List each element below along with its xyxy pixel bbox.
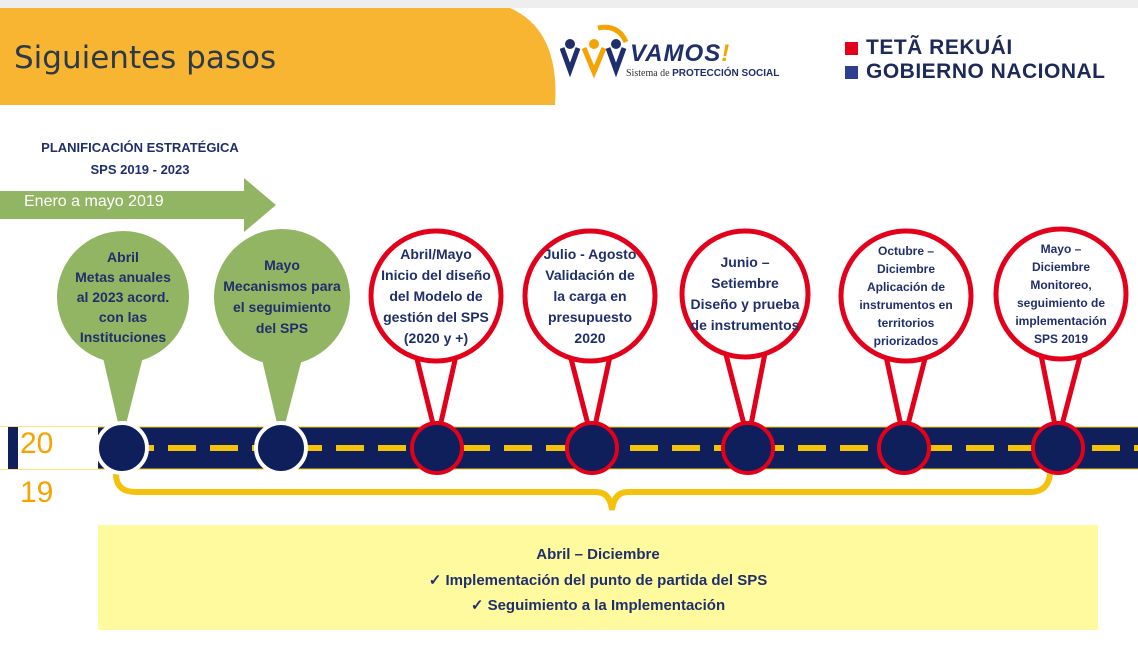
year-bottom: 19 bbox=[20, 476, 54, 509]
timeline-node bbox=[254, 421, 308, 475]
top-strip bbox=[0, 0, 1138, 8]
milestone-line: Metas anuales bbox=[75, 269, 171, 285]
vamos-name: VAMOS! bbox=[630, 40, 731, 67]
government-logo: TETÃ REKUÁI GOBIERNO NACIONAL bbox=[845, 36, 1106, 84]
milestone-line: Junio – bbox=[720, 254, 770, 270]
timeline-node bbox=[95, 421, 149, 475]
milestone-line: instrumentos en bbox=[859, 298, 953, 312]
milestone-line: Inicio del diseño bbox=[381, 266, 491, 283]
milestone-bubble bbox=[214, 229, 350, 365]
red-square-icon bbox=[845, 41, 858, 55]
milestone-line: territorios bbox=[877, 316, 935, 330]
milestone-line: 2020 bbox=[574, 329, 606, 346]
milestone-line: Abril bbox=[107, 249, 139, 265]
milestone-bubble-inner bbox=[999, 232, 1123, 356]
milestone-line: seguimiento de bbox=[1016, 296, 1105, 310]
vamos-subtitle: Sistema de PROTECCIÓN SOCIAL bbox=[626, 68, 780, 79]
milestone-line: la carga en bbox=[553, 287, 627, 304]
milestone-bubble bbox=[57, 231, 189, 363]
milestone-line: Julio - Agosto bbox=[543, 245, 637, 262]
milestone-line: gestión del SPS bbox=[383, 308, 489, 325]
timeline-node bbox=[877, 421, 931, 475]
timeline-node bbox=[565, 421, 619, 475]
title-band bbox=[0, 8, 556, 105]
summary-item-2: ✓ Seguimiento a la Implementación bbox=[470, 597, 726, 614]
milestone-line: presupuesto bbox=[547, 308, 632, 325]
year-top: 20 bbox=[20, 427, 54, 460]
summary-item-1: ✓ Implementación del punto de partida de… bbox=[428, 572, 768, 589]
period-arrow bbox=[0, 178, 276, 232]
milestone-line: Mecanismos para bbox=[223, 278, 341, 294]
milestone-line: Instituciones bbox=[79, 329, 167, 345]
gov-line-1: TETÃ REKUÁI bbox=[866, 36, 1013, 59]
milestone-line: de instrumentos bbox=[690, 317, 800, 333]
milestone-bubble-inner bbox=[844, 234, 968, 358]
milestone-line: el seguimiento bbox=[232, 299, 332, 315]
milestone-line: Diciembre bbox=[1031, 260, 1090, 274]
gov-line-2: GOBIERNO NACIONAL bbox=[866, 60, 1106, 83]
milestone-line: Abril/Mayo bbox=[400, 245, 472, 262]
period-arrow-label: Enero a mayo 2019 bbox=[24, 193, 164, 210]
page-title: Siguientes pasos bbox=[14, 40, 277, 76]
milestone-line: Aplicación de bbox=[866, 280, 945, 294]
milestone-line: Mayo bbox=[264, 257, 300, 273]
milestone-line: Octubre – bbox=[877, 244, 934, 258]
timeline-node bbox=[1031, 421, 1085, 475]
milestone-line: Monitoreo, bbox=[1030, 278, 1092, 292]
milestone-line: SPS 2019 bbox=[1033, 332, 1089, 346]
timeline-node bbox=[721, 421, 775, 475]
plan-heading: PLANIFICACIÓN ESTRATÉGICA SPS 2019 - 202… bbox=[41, 140, 239, 177]
summary-title: Abril – Diciembre bbox=[536, 546, 660, 563]
milestone-line: Setiembre bbox=[711, 275, 779, 291]
milestone-line: Diseño y prueba bbox=[690, 296, 800, 312]
milestone-line: del SPS bbox=[255, 320, 309, 336]
milestone-line: al 2023 acord. bbox=[76, 289, 170, 305]
summary-box: Abril – Diciembre ✓ Implementación del p… bbox=[98, 525, 1098, 630]
milestone-bubble-inner bbox=[374, 234, 498, 358]
milestone-pointer bbox=[260, 351, 304, 440]
vamos-logo: VAMOS! Sistema de PROTECCIÓN SOCIAL bbox=[560, 22, 825, 92]
milestone-line: implementación bbox=[1015, 314, 1107, 328]
people-icon bbox=[560, 24, 628, 79]
milestone-pointer bbox=[101, 349, 145, 440]
milestone-line: Validación de bbox=[545, 266, 635, 283]
milestone-line: del Modelo de bbox=[389, 287, 483, 304]
milestone-line: Diciembre bbox=[876, 262, 935, 276]
milestone-line: priorizados bbox=[873, 334, 939, 348]
milestone-bubble-inner bbox=[528, 234, 652, 358]
milestone-line: Mayo – bbox=[1040, 242, 1082, 256]
milestone-bubble-inner bbox=[685, 234, 805, 354]
milestone-line: con las bbox=[98, 309, 148, 325]
milestone-line: (2020 y +) bbox=[403, 329, 469, 346]
blue-square-icon bbox=[845, 65, 858, 79]
timeline-node bbox=[410, 421, 464, 475]
